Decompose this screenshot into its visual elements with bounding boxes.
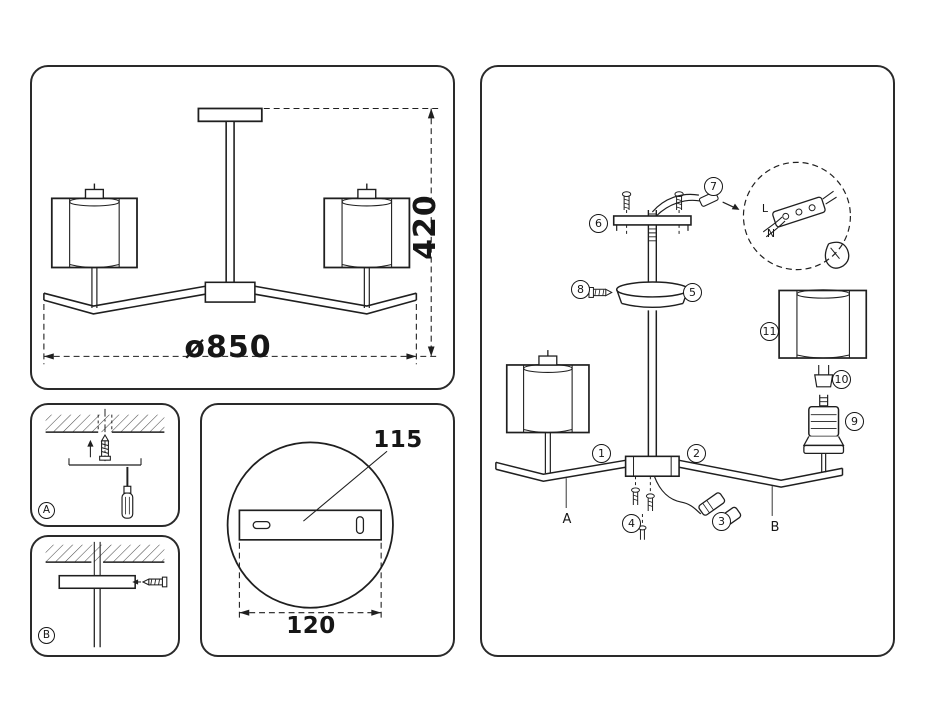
slot-left (252, 520, 271, 530)
leader-line (303, 450, 388, 522)
lamp-socket (802, 394, 845, 473)
hub-and-arms (43, 281, 418, 315)
screwdriver (121, 466, 134, 519)
arm-label-a: A (562, 512, 572, 527)
lamp-stem (93, 588, 101, 648)
detail-a-badge: A (38, 502, 55, 519)
canopy-drawing (226, 441, 394, 620)
canopy-plate-circle (226, 441, 394, 609)
front-view-drawing (43, 107, 441, 365)
callout-7: 7 (704, 177, 723, 196)
arm-label-b: B (770, 520, 780, 535)
stem-rod (647, 210, 658, 457)
shade-assembly-left (505, 350, 590, 474)
slot-right (355, 516, 365, 535)
wiring-detail (742, 161, 852, 271)
canopy-top-width-label: 115 (373, 427, 423, 453)
bracket-screws (621, 191, 684, 237)
ceiling-hatch (45, 414, 165, 433)
shade-ring (814, 364, 834, 388)
shade-exploded-right (778, 289, 868, 359)
panel-assembly: 1 2 3 4 5 6 7 8 9 10 11 A B L N (480, 65, 895, 657)
panel-front-view: 420 ø850 (30, 65, 455, 390)
side-screw (141, 576, 168, 588)
callout-9: 9 (845, 412, 864, 431)
ceiling-hatch (45, 544, 165, 563)
arm-label-lines (565, 478, 773, 516)
assembly-drawing (495, 161, 868, 540)
shade-left (50, 183, 138, 308)
push-arrow (87, 439, 94, 458)
callout-11: 11 (760, 322, 779, 341)
dimension-lines (43, 107, 441, 365)
detail-arrow (731, 203, 740, 210)
canopy-bottom-width-label: 120 (286, 613, 336, 639)
mounting-bracket (612, 215, 692, 231)
anchor-rod (93, 541, 101, 576)
safety-hook (824, 241, 850, 269)
callout-2: 2 (687, 444, 706, 463)
canopy-bracket (58, 574, 136, 590)
callout-10: 10 (832, 370, 851, 389)
height-dimension-label: 420 (408, 194, 443, 260)
detail-a-drawing (45, 408, 165, 519)
panel-detail-b: B (30, 535, 180, 657)
callout-8: 8 (571, 280, 590, 299)
ceiling-canopy (615, 281, 689, 309)
bottom-dimension (238, 542, 382, 620)
wires-to-connector (651, 191, 736, 217)
detail-b-drawing (45, 541, 168, 648)
wire-label-live: L (761, 202, 769, 215)
canopy-side-screw (588, 287, 613, 298)
shade-right (323, 183, 411, 308)
bottom-dimension-arrows (239, 609, 382, 616)
insert-arrow (132, 579, 142, 585)
callout-3: 3 (712, 512, 731, 531)
arm-hub (624, 455, 680, 478)
ceiling-mount (197, 107, 263, 284)
dimension-arrows (43, 108, 435, 360)
detail-b-badge: B (38, 627, 55, 644)
anchor-screw (99, 433, 111, 461)
callout-6: 6 (589, 214, 608, 233)
wire-label-neutral: N (766, 227, 776, 240)
callout-1: 1 (592, 444, 611, 463)
hub-screws (631, 476, 655, 540)
diameter-dimension-label: ø850 (184, 330, 272, 365)
power-cord (653, 476, 702, 515)
panel-detail-a: A (30, 403, 180, 527)
callout-5: 5 (683, 283, 702, 302)
callout-4: 4 (622, 514, 641, 533)
panel-canopy-dimensions: 115 120 (200, 403, 455, 657)
mounting-bar (68, 458, 142, 466)
